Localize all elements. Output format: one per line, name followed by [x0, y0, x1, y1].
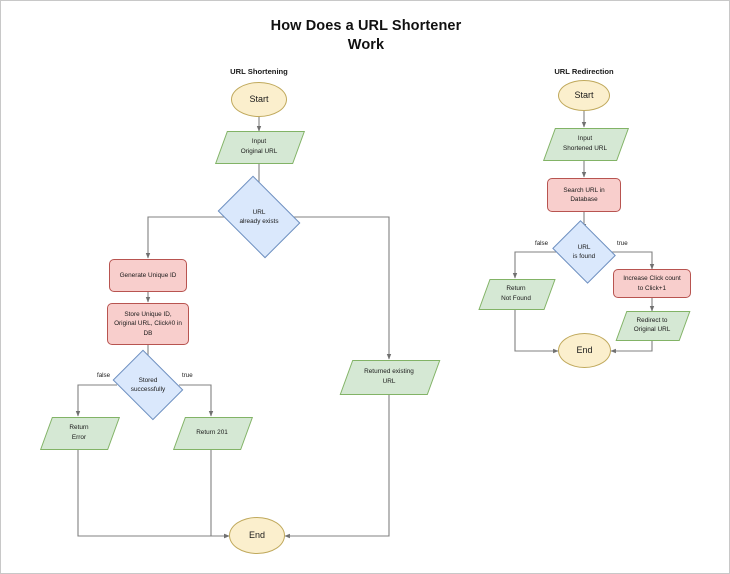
node-redirect-to-original-url[interactable]: Redirect to Original URL: [615, 311, 691, 341]
node-shortening-start[interactable]: Start: [231, 82, 287, 117]
node-decision-url-is-found[interactable]: URL is found: [550, 220, 618, 284]
node-generate-unique-id-label: Generate Unique ID: [119, 271, 177, 279]
node-redirection-input-shortened-url-label: Input Shortened URL: [562, 135, 608, 152]
node-increase-click-count[interactable]: Increase Click count to Click+1: [613, 269, 691, 298]
edge-label-found-false: false: [535, 240, 549, 247]
node-store-unique-id-label: Store Unique ID, Original URL, Click#0 i…: [114, 310, 182, 337]
node-shortening-end-label: End: [248, 529, 265, 540]
node-return-not-found-label: Return Not Found: [501, 285, 531, 302]
node-decision-stored-successfully-label: Stored successfully: [130, 376, 166, 394]
node-decision-url-already-exists[interactable]: URL already exists: [213, 175, 305, 259]
node-redirection-start-label: Start: [574, 89, 594, 100]
node-search-url-in-database-label: Search URL in Database: [563, 186, 605, 204]
node-decision-stored-successfully[interactable]: Stored successfully: [109, 349, 187, 421]
node-redirection-input-shortened-url[interactable]: Input Shortened URL: [542, 128, 630, 161]
node-generate-unique-id[interactable]: Generate Unique ID: [109, 259, 187, 292]
edge-label-found-true: true: [617, 240, 628, 247]
page-title-line-2: Work: [347, 37, 385, 53]
node-redirection-start[interactable]: Start: [558, 80, 610, 111]
node-decision-url-is-found-label: URL is found: [572, 243, 596, 261]
node-shortening-input-original-url-label: Input Original URL: [240, 138, 278, 155]
node-return-error-label: Return Error: [69, 424, 89, 441]
node-return-not-found[interactable]: Return Not Found: [478, 279, 556, 310]
node-store-unique-id[interactable]: Store Unique ID, Original URL, Click#0 i…: [107, 303, 189, 345]
node-decision-url-already-exists-label: URL already exists: [239, 208, 279, 226]
section-label-url-shortening: URL Shortening: [230, 67, 288, 76]
node-redirection-end-label: End: [576, 344, 593, 355]
node-return-201-label: Return 201: [196, 428, 228, 436]
node-search-url-in-database[interactable]: Search URL in Database: [547, 178, 621, 212]
node-returned-existing-url[interactable]: Returned existing URL: [339, 360, 441, 395]
page-title-line-1: How Does a URL Shortener: [270, 18, 462, 34]
node-increase-click-count-label: Increase Click count to Click+1: [623, 275, 681, 292]
node-shortening-start-label: Start: [249, 93, 269, 104]
node-shortening-end[interactable]: End: [229, 517, 285, 554]
node-redirection-end[interactable]: End: [558, 333, 611, 368]
section-label-url-redirection: URL Redirection: [554, 67, 614, 76]
node-shortening-input-original-url[interactable]: Input Original URL: [214, 131, 306, 164]
node-returned-existing-url-label: Returned existing URL: [364, 368, 414, 385]
edge-label-stored-false: false: [97, 372, 111, 379]
node-return-201[interactable]: Return 201: [172, 417, 254, 450]
edge-label-stored-true: true: [182, 372, 193, 379]
node-redirect-to-original-url-label: Redirect to Original URL: [633, 316, 671, 334]
node-return-error[interactable]: Return Error: [39, 417, 121, 450]
page-title: How Does a URL Shortener Work: [1, 17, 729, 55]
